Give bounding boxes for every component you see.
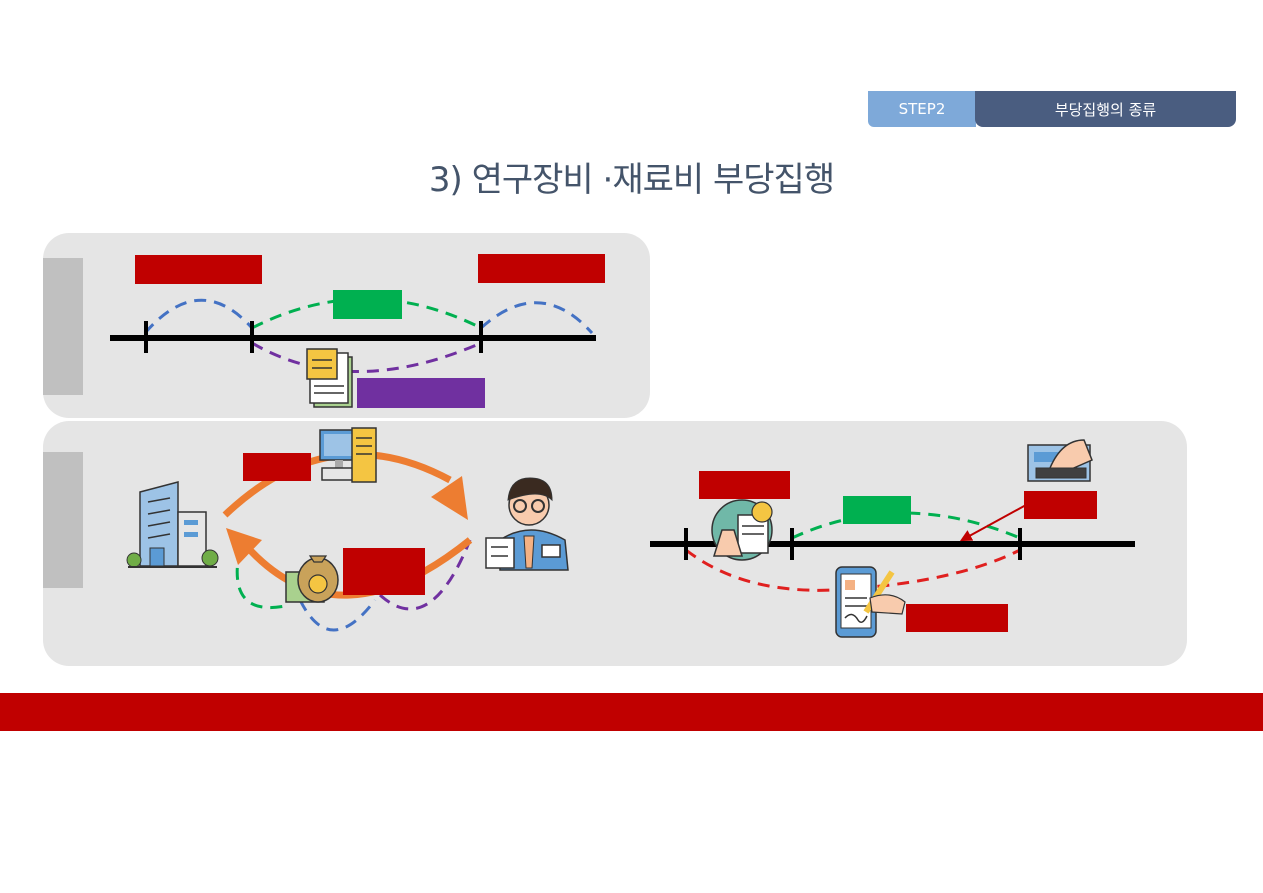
right-green-label — [843, 496, 911, 524]
office-building-icon — [126, 481, 219, 568]
bottom-purple-loop — [378, 539, 472, 611]
top-timeline-group — [110, 254, 605, 408]
top-blue-arc-left — [143, 298, 254, 334]
page-title: 3) 연구장비 ·재료비 부당집행 — [428, 160, 835, 200]
top-blue-arc-right — [479, 301, 594, 335]
right-red-label-top — [699, 471, 790, 499]
money-bag-icon — [285, 555, 339, 603]
right-red-label-bottom — [906, 604, 1008, 632]
right-red-label-payment — [1024, 491, 1097, 519]
bottom-left-flow-group — [222, 450, 473, 632]
mobile-signature-icon — [835, 566, 906, 638]
computer-icon — [319, 427, 377, 483]
businessman-icon — [485, 477, 569, 571]
top-green-label — [333, 290, 402, 319]
right-green-arc — [791, 511, 1021, 540]
top-red-label-left — [135, 255, 262, 284]
step-title-tab: 부당집행의 종류 — [975, 91, 1236, 127]
bottom-red-label-top — [243, 453, 311, 481]
orange-arrowhead-top — [431, 476, 468, 520]
bottom-red-label-money — [343, 548, 425, 595]
step-tab: STEP2 — [868, 91, 976, 127]
bottom-green-loop — [235, 547, 291, 610]
card-payment-icon — [1027, 439, 1093, 482]
top-green-arc — [251, 297, 482, 330]
documents-icon — [306, 348, 353, 408]
right-red-pointer — [959, 504, 1027, 542]
top-red-label-right — [478, 254, 605, 283]
footer-band — [0, 693, 1263, 731]
side-tab-bottom — [43, 452, 83, 588]
top-purple-arc — [251, 341, 482, 373]
step-title: 부당집행의 종류 — [1054, 100, 1157, 119]
side-tab-top — [43, 258, 83, 395]
bottom-blue-loop — [298, 599, 377, 632]
orange-arrowhead-bottom — [226, 528, 262, 565]
step-label: STEP2 — [898, 100, 946, 118]
lab-experiment-icon — [711, 499, 773, 561]
top-purple-label — [357, 378, 485, 408]
